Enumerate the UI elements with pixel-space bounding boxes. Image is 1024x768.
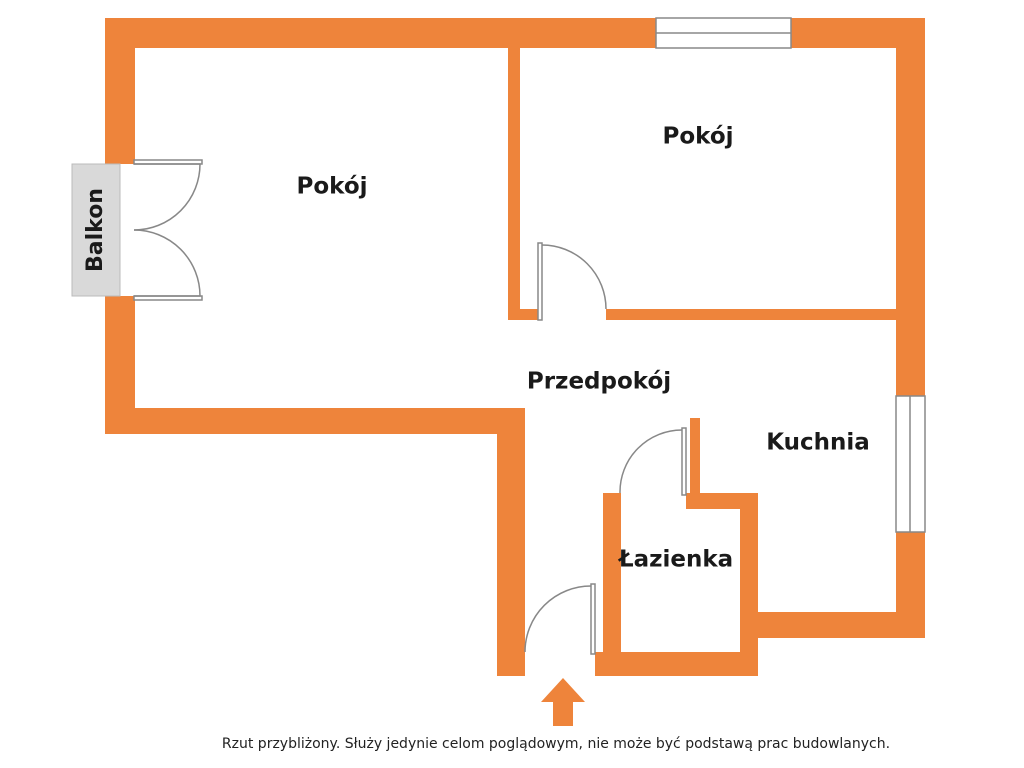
room-label-kuchnia: Kuchnia xyxy=(766,430,870,456)
balcony-door xyxy=(133,159,203,301)
entrance-arrow-icon xyxy=(541,678,585,726)
room-label-pokoj-right: Pokój xyxy=(662,124,733,150)
balcony-label: Balkon xyxy=(83,188,108,272)
window-right xyxy=(895,395,926,533)
door-entrance xyxy=(524,583,596,655)
room-label-pokoj-left: Pokój xyxy=(296,174,367,200)
room-label-lazienka: Łazienka xyxy=(617,547,733,573)
room-label-przedpokoj: Przedpokój xyxy=(527,369,671,395)
window-top xyxy=(655,17,792,49)
balcony xyxy=(71,163,121,297)
disclaimer-text: Rzut przybliżony. Służy jedynie celom po… xyxy=(221,736,891,752)
door-right-room xyxy=(537,242,607,321)
door-bathroom xyxy=(619,427,687,496)
walls xyxy=(105,18,925,676)
